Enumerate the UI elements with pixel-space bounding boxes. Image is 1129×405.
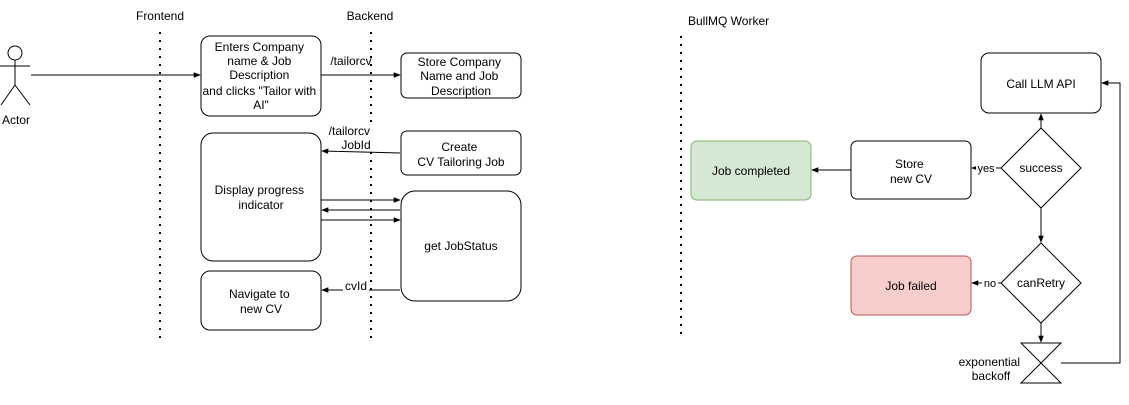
actor-label: Actor xyxy=(2,113,30,127)
job-failed-box xyxy=(850,255,972,316)
cvid-label: cvId xyxy=(345,279,367,293)
tailorcv-label: /tailorcv xyxy=(330,54,371,68)
navigate-text: Navigate to new CV xyxy=(229,287,293,316)
store-cv-text: Store new CV xyxy=(890,157,932,186)
get-job-status-text: get JobStatus xyxy=(424,239,497,253)
backoff-to-llm-arrow xyxy=(1061,80,1121,364)
call-llm-box xyxy=(980,52,1102,114)
jobid-response-arrow xyxy=(321,148,401,154)
call-llm-text: Call LLM API xyxy=(1006,77,1075,91)
backoff-hourglass-icon xyxy=(1019,342,1063,384)
enters-company-box xyxy=(200,35,322,117)
jobid-label: /tailorcv JobId xyxy=(329,124,374,152)
yes-label: yes xyxy=(977,163,995,175)
store-company-box xyxy=(400,52,522,99)
can-retry-text: canRetry xyxy=(1017,276,1065,290)
jobid-label-bg xyxy=(337,123,375,151)
backoff-text: exponential backoff xyxy=(959,355,1024,383)
display-progress-box xyxy=(200,132,322,262)
job-failed-text: Job failed xyxy=(885,279,936,293)
job-completed-text: Job completed xyxy=(712,164,790,178)
backend-lane-label: Backend xyxy=(347,9,394,23)
cvid-label-bg xyxy=(343,280,369,291)
yes-label-bg xyxy=(976,162,996,174)
display-progress-text: Display progress indicator xyxy=(215,183,308,212)
no-label: no xyxy=(984,278,996,290)
job-completed-box xyxy=(690,140,812,201)
store-company-text: Store Company Name and Job Description xyxy=(418,55,505,98)
no-label-bg xyxy=(982,277,998,289)
get-job-status-box xyxy=(400,190,522,302)
worker-lane-label: BullMQ Worker xyxy=(688,14,769,28)
enters-company-text: Enters Company name & Job Description an… xyxy=(203,40,320,112)
actor-icon xyxy=(0,45,31,106)
navigate-box xyxy=(200,270,322,331)
success-text: success xyxy=(1019,161,1062,175)
create-job-text: Create CV Tailoring Job xyxy=(417,140,504,169)
create-job-box xyxy=(400,130,522,176)
frontend-lane-label: Frontend xyxy=(136,9,184,23)
